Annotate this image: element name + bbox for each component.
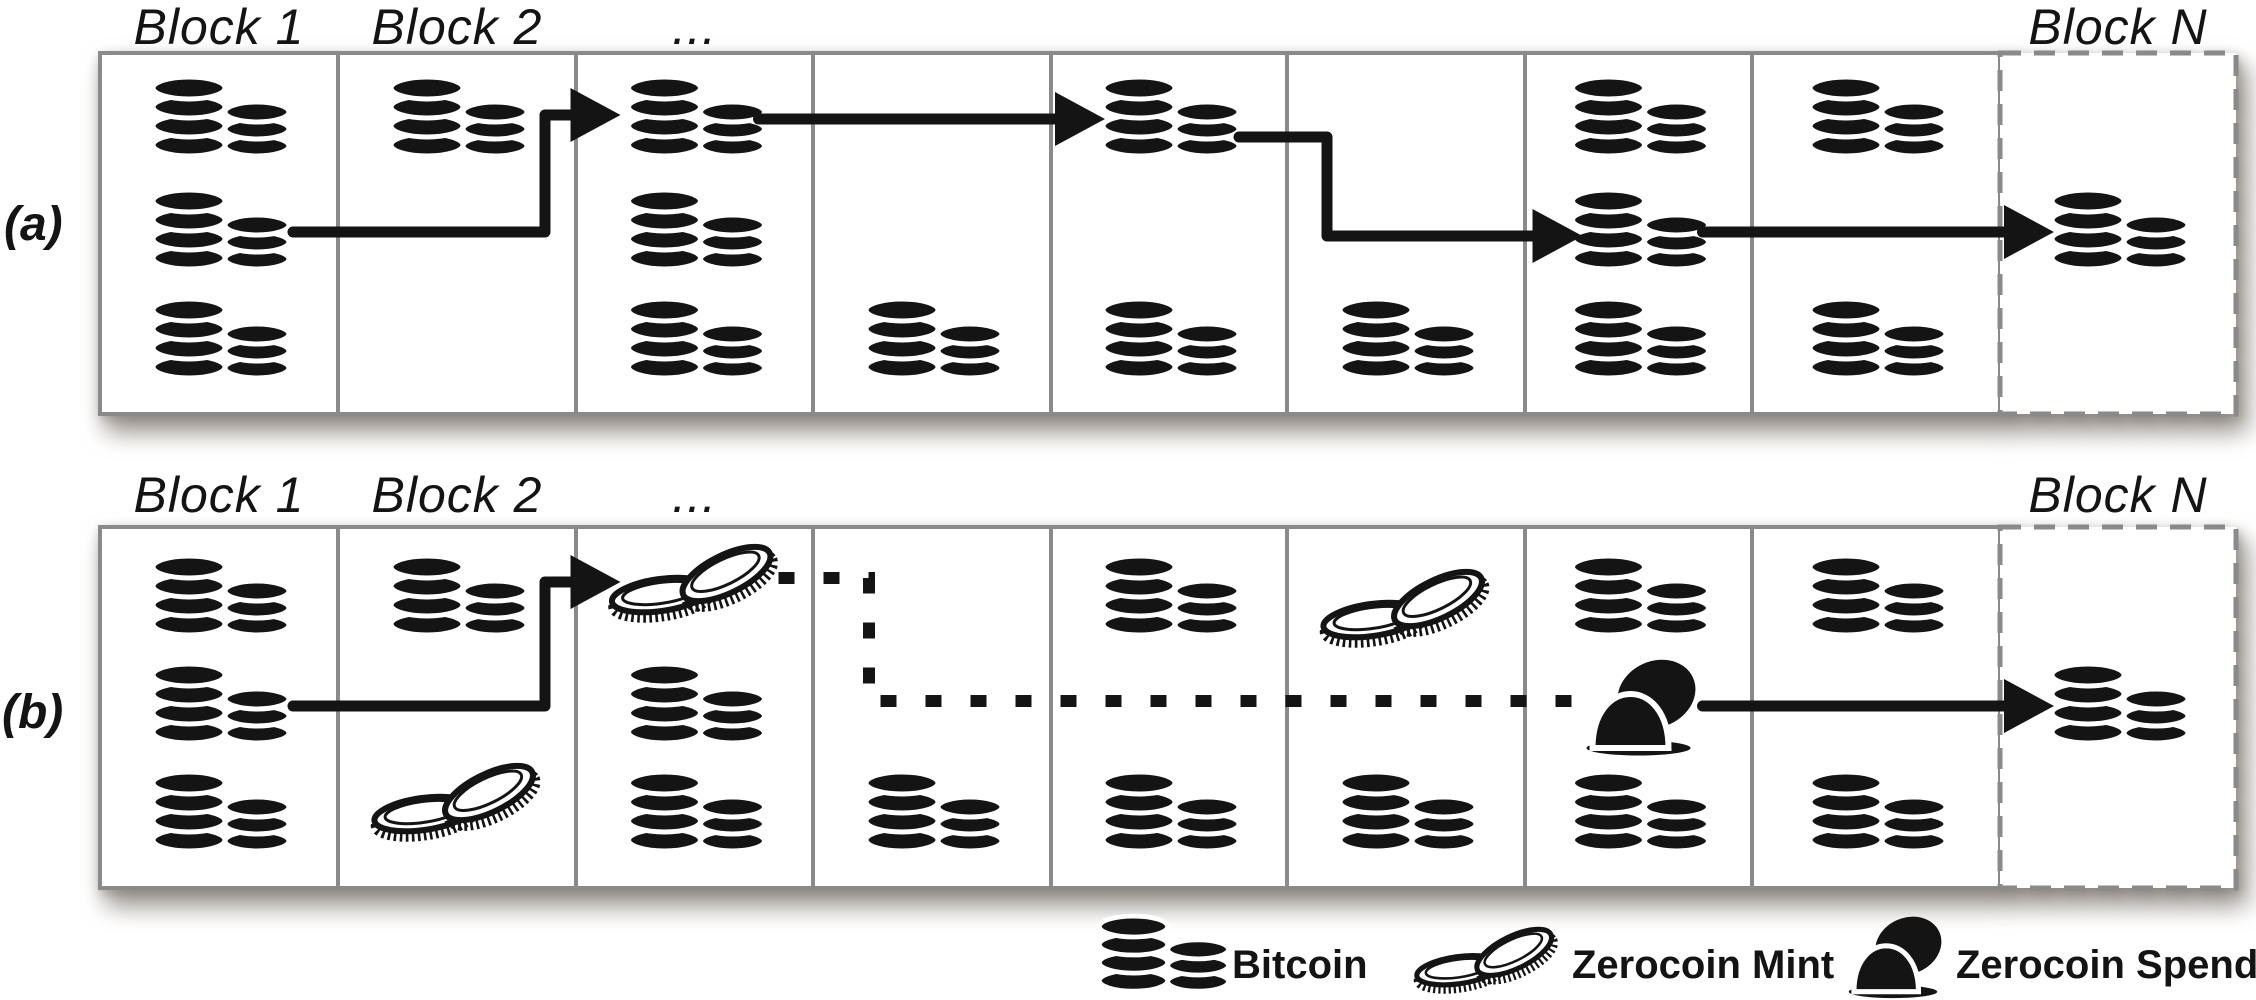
- block-label: ...: [672, 0, 717, 55]
- legend-label: Zerocoin Mint: [1572, 943, 1834, 987]
- block-label: Block 1: [134, 0, 305, 55]
- arrowhead: [570, 88, 621, 142]
- legend-label: Bitcoin: [1232, 943, 1368, 987]
- block-label: Block N: [2028, 0, 2207, 55]
- arrowhead: [2004, 679, 2054, 733]
- arrowhead: [1532, 209, 1583, 263]
- arrowhead: [1055, 92, 1105, 146]
- legend-item: Zerocoin Mint: [1415, 920, 1834, 995]
- arrowhead: [2004, 205, 2054, 259]
- block-label: ...: [672, 467, 717, 523]
- legend-item: Bitcoin: [1099, 916, 1368, 991]
- zerocoin-mint-icon: [1415, 920, 1561, 995]
- legend: Bitcoin Zerocoin Mint Zerocoin Spend: [1099, 906, 2256, 998]
- legend-item: Zerocoin Spend: [1849, 906, 2256, 998]
- arrowhead: [570, 555, 621, 609]
- zerocoin-spend-icon: [1849, 906, 1951, 998]
- bitcoin-icon: [1099, 916, 1228, 991]
- panel-label-b: (b): [2, 686, 63, 739]
- transaction-arrow: [1233, 131, 1542, 242]
- block-label: Block N: [2028, 467, 2207, 523]
- panel-a: Block 1 Block 2... Block N (a): [4, 0, 2239, 417]
- transaction-arrow: [287, 576, 580, 712]
- panel-b: Block 1 Block 2... Block N (b): [2, 467, 2239, 891]
- block-label: Block 2: [372, 0, 543, 55]
- panel-label-a: (a): [4, 198, 63, 251]
- transaction-arrow: [287, 109, 580, 238]
- block-label: Block 1: [134, 467, 305, 523]
- block-label: Block 2: [372, 467, 543, 523]
- zerocoin-dashed-link: [778, 572, 1581, 707]
- legend-label: Zerocoin Spend: [1956, 943, 2256, 987]
